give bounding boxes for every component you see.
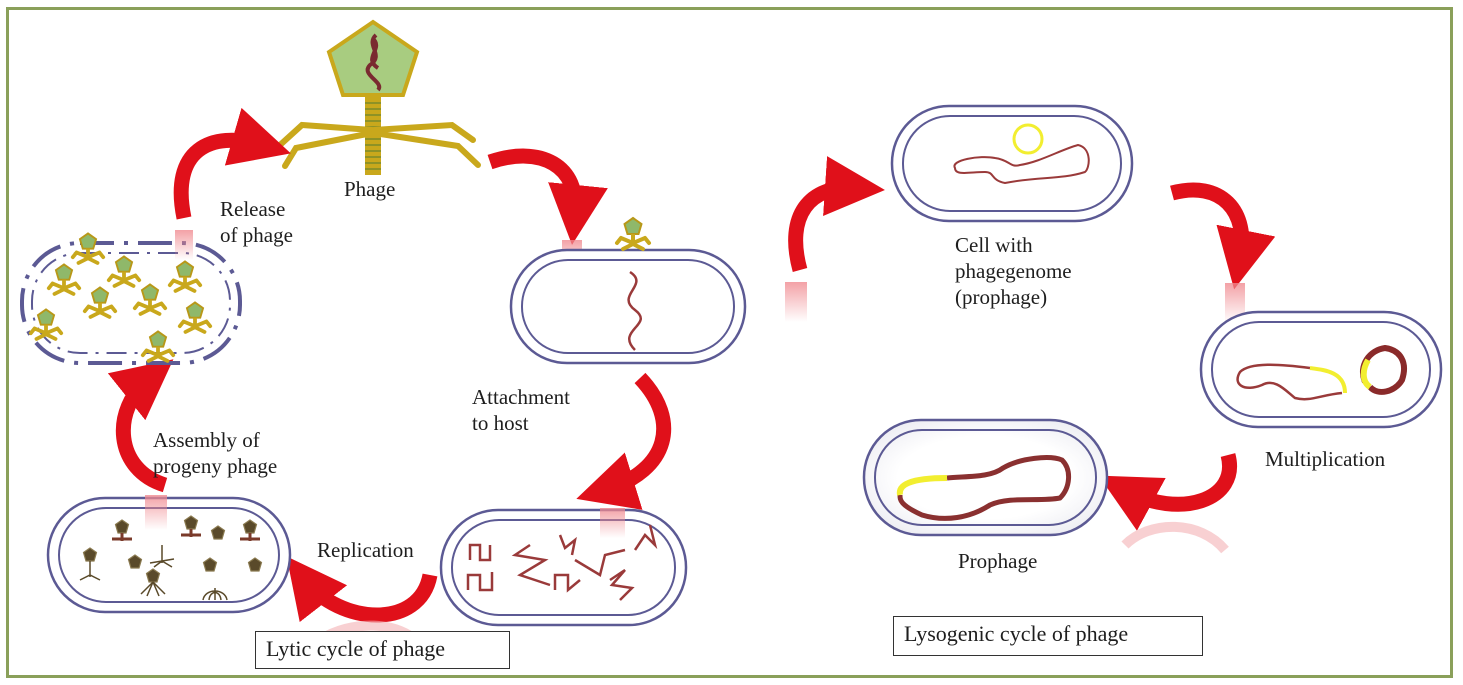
cell-with-phage-genome: [890, 104, 1134, 223]
label-attachment: Attachment to host: [472, 385, 570, 435]
label-assembly: Assembly of progeny phage: [153, 428, 278, 478]
label-release: Release of phage: [220, 197, 293, 247]
cell-multiplication: [1199, 310, 1443, 429]
label-multiplication: Multiplication: [1265, 447, 1386, 471]
lytic-cycle-title-box: Lytic cycle of phage: [255, 631, 510, 669]
label-phage: Phage: [344, 177, 396, 201]
arrow-release-to-phage: [173, 107, 291, 220]
label-replication: Replication: [317, 538, 414, 562]
cell-replication: [439, 508, 688, 627]
arrow-attachment-to-replication: [576, 372, 671, 510]
label-prophage: Prophage: [958, 549, 1038, 573]
arrow-assembly-to-release: [107, 359, 174, 493]
cell-assembly: [46, 495, 292, 614]
phage-genome-circle-icon: [1012, 123, 1044, 155]
cell-prophage: [862, 418, 1109, 537]
cell-release: [20, 230, 242, 365]
label-cell-with-genome: Cell with phagegenome (prophage): [955, 233, 1072, 309]
cell-attachment: [509, 216, 747, 365]
lysogenic-cycle-title-box: Lysogenic cycle of phage: [893, 616, 1203, 656]
phage-illustration: [277, 19, 481, 175]
arrow-attachment-to-lysogenic: [785, 156, 885, 322]
arrow-multiplication-to-prophage: [1098, 453, 1237, 554]
arrow-genome-to-multiplication: [1170, 182, 1276, 323]
